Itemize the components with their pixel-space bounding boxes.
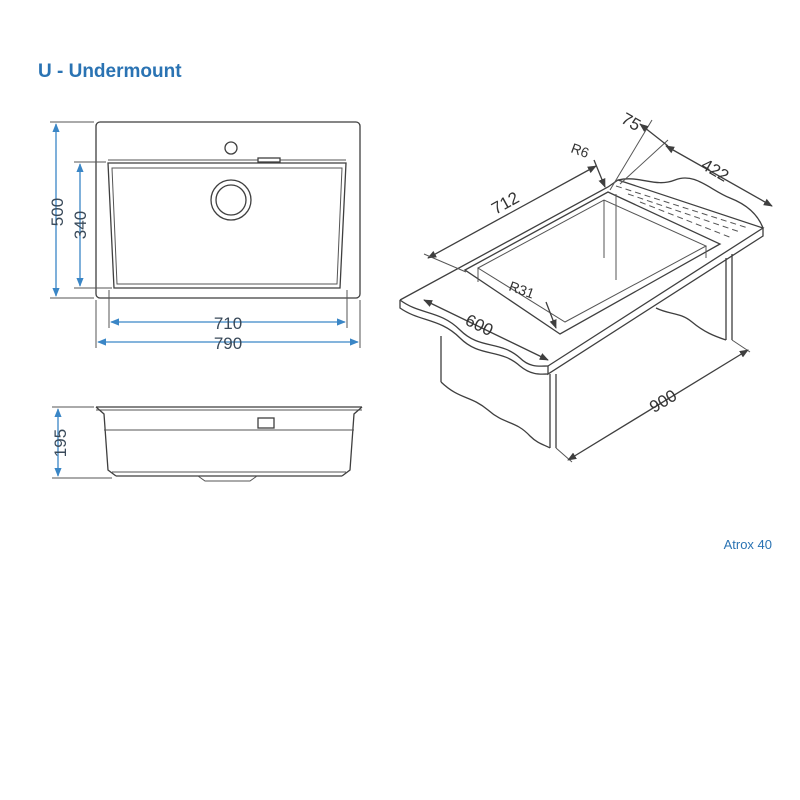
dim-cabinet-width: 900 xyxy=(646,386,680,417)
top-view: 500 340 710 790 xyxy=(48,121,361,353)
worktop-surface xyxy=(399,179,765,367)
section-view: 195 xyxy=(51,406,363,482)
overflow-slot xyxy=(257,157,281,163)
dim-back-edge: 75 xyxy=(618,109,644,135)
model-name: Atrox 40 xyxy=(724,537,772,552)
dim-inner-height: 340 xyxy=(71,211,90,239)
sink-inner-basin xyxy=(107,162,347,289)
dim-line-cabinet-width xyxy=(567,349,749,461)
dim-outer-height: 500 xyxy=(48,198,67,226)
dim-line-cutout-depth xyxy=(665,145,773,207)
drain-inner-icon xyxy=(215,184,247,216)
dim-corner-radius-large: R31 xyxy=(507,278,537,302)
page-title: U - Undermount xyxy=(38,61,182,82)
dim-inner-width: 710 xyxy=(214,314,242,333)
overflow-icon xyxy=(257,417,275,429)
installation-view: 712 R6 75 422 R31 600 900 xyxy=(399,109,773,463)
dim-line-back-edge xyxy=(639,123,669,147)
sink-basin-edge xyxy=(477,199,708,323)
dim-line-worktop-depth xyxy=(423,299,549,361)
dim-corner-radius-small: R6 xyxy=(569,140,591,161)
tap-hole-icon xyxy=(224,141,238,155)
dim-depth: 195 xyxy=(51,429,70,457)
dim-line-cutout-length xyxy=(427,165,597,259)
sink-outer-outline xyxy=(95,121,361,299)
leader-r6 xyxy=(593,159,606,188)
dim-outer-width: 790 xyxy=(214,334,242,353)
section-left-wall xyxy=(95,406,117,477)
sink-inner-basin-lip xyxy=(111,167,343,285)
drain-outer-icon xyxy=(210,179,252,221)
section-right-wall xyxy=(341,406,363,477)
dim-cutout-length: 712 xyxy=(488,188,522,218)
